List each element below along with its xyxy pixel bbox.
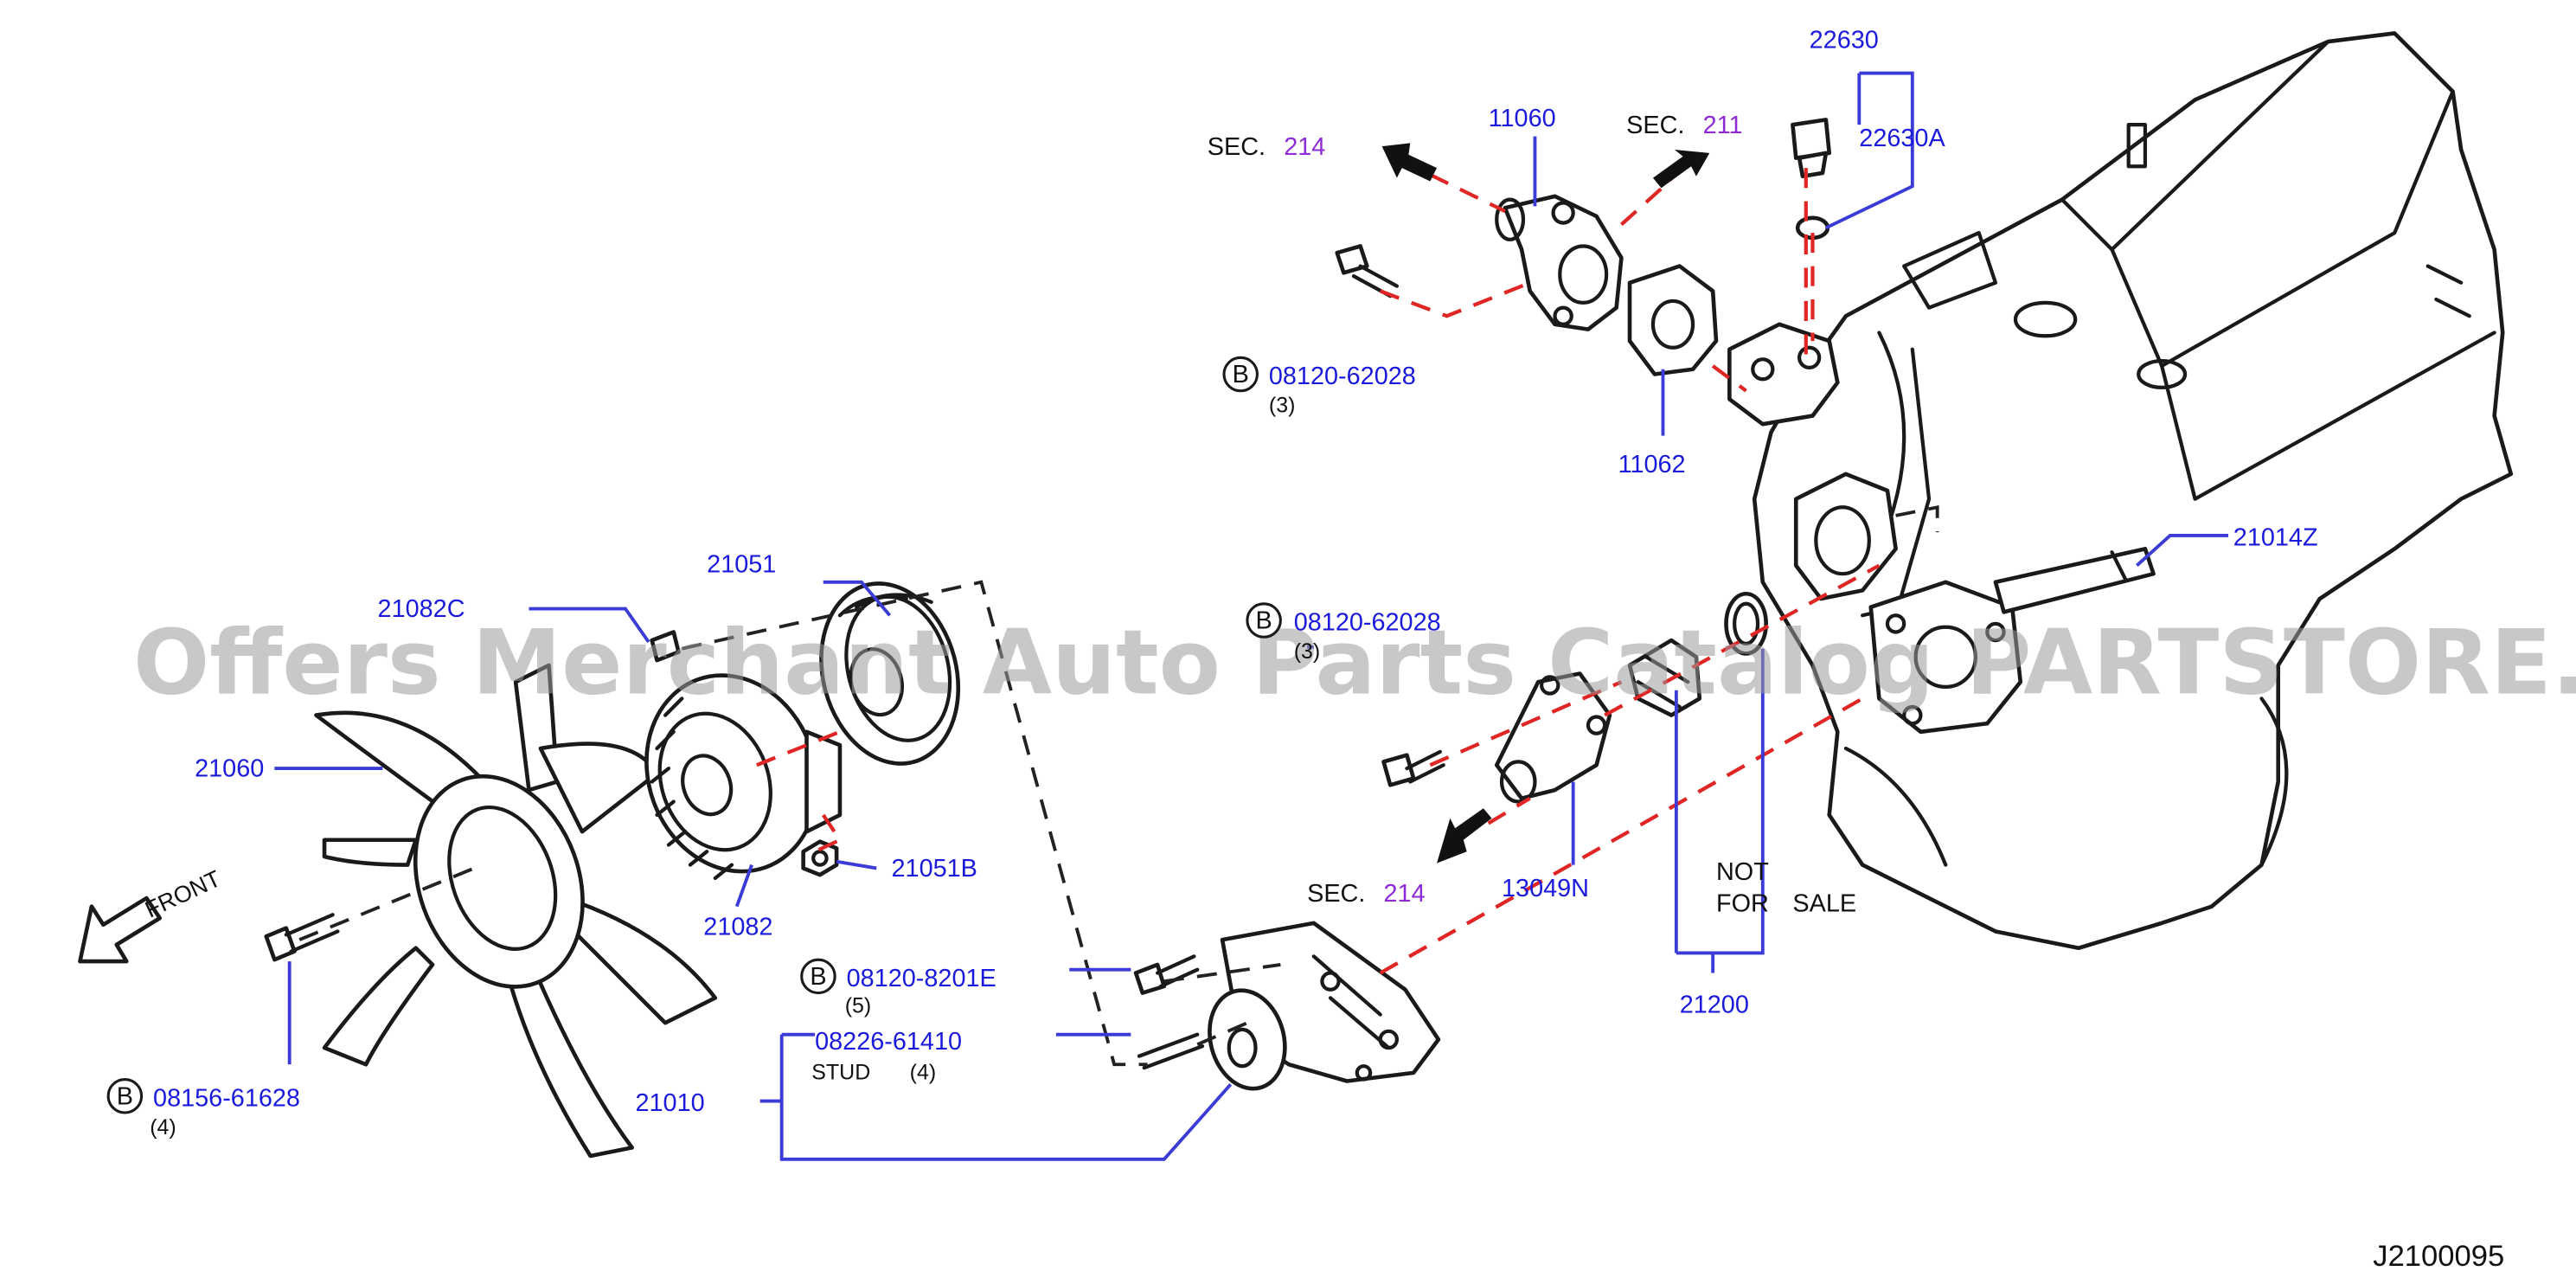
part-label-22630a[interactable]: 22630A [1859,125,1945,152]
fan-blade-illustration [314,663,718,1159]
quantity: (4) [150,1115,176,1140]
guide-lines [298,166,1939,1067]
part-label-21082c[interactable]: 21082C [378,595,465,623]
part-label-08120-62028-mid[interactable]: B 08120-62028 (3) [1246,602,1441,664]
temperature-sensor-illustration [1791,118,1832,241]
section-ref-214-top[interactable]: SEC. 214 [1208,133,1326,161]
part-label-21200[interactable]: 21200 [1680,992,1749,1019]
direction-arrows [78,143,1710,964]
fan-bolt-illustration [264,913,340,962]
part-number[interactable]: 08120-62028 [1269,363,1416,390]
diagram-code: J2100095 [2373,1240,2504,1273]
stud-label: STUD [811,1061,870,1085]
hose-illustration [1993,547,2156,614]
part-label-08156-61628[interactable]: B 08156-61628 (4) [106,1078,300,1140]
pulley-illustration [819,581,961,766]
part-label-21060[interactable]: 21060 [195,755,264,783]
part-label-21051b[interactable]: 21051B [892,855,977,883]
part-number[interactable]: 08120-62028 [1294,609,1441,637]
part-label-08120-62028-top[interactable]: B 08120-62028 (3) [1222,356,1416,418]
badge-b-icon [800,958,836,995]
quantity: (3) [1294,639,1321,664]
part-label-13049n[interactable]: 13049N [1502,875,1589,902]
part-number[interactable]: 08120-8201E [847,965,996,992]
quantity: (5) [845,994,872,1018]
fan-clutch-illustration [644,673,843,881]
section-number-link[interactable]: 214 [1384,880,1426,908]
front-arrow-icon [78,896,163,964]
part-number[interactable]: 08156-61628 [153,1084,300,1112]
badge-b-icon [1222,356,1259,393]
badge-b-icon [106,1078,144,1114]
front-label: FRONT [141,865,225,922]
water-inlet-illustration [1494,671,1612,804]
part-label-21014z[interactable]: 21014Z [2233,524,2318,552]
leader-lines [274,71,2229,1161]
spacer-illustration [650,630,681,663]
stud-illustration [1137,1032,1205,1070]
quantity: (3) [1269,394,1296,418]
pump-bolt-illustration [1133,954,1200,995]
section-ref-214-mid[interactable]: SEC. 214 [1307,880,1426,908]
note-line-1: NOT [1716,858,1769,886]
section-ref-211[interactable]: SEC. 211 [1626,112,1742,139]
part-label-22630[interactable]: 22630 [1810,27,1879,55]
part-label-21082[interactable]: 21082 [703,913,772,941]
note-line-2: FOR [1716,889,1769,917]
section-prefix: SEC. [1626,112,1684,139]
section-number-link[interactable]: 211 [1703,112,1743,139]
gasket-illustration [1627,264,1719,376]
bolt-top-illustration [1335,244,1400,299]
section-number-link[interactable]: 214 [1284,133,1325,161]
section-prefix: SEC. [1307,880,1365,908]
note-line-3: SALE [1792,889,1856,917]
not-for-sale-note: NOT FOR SALE [1716,858,1856,918]
water-outlet-illustration [1495,194,1624,331]
part-number[interactable]: 08226-61410 [815,1028,962,1056]
water-pump-illustration [1208,921,1441,1091]
part-label-21010[interactable]: 21010 [636,1089,705,1117]
part-label-21051[interactable]: 21051 [707,550,776,578]
badge-letter: B [810,963,826,991]
badge-letter: B [1233,361,1249,388]
bolt-mid-illustration [1381,749,1445,787]
badge-letter: B [117,1082,133,1110]
engine-block-illustration [1727,31,2514,951]
part-label-11062[interactable]: 11062 [1618,451,1686,478]
part-label-08120-8201e[interactable]: B 08120-8201E (5) [800,958,996,1018]
o-ring-illustration [1724,591,1768,656]
watermark-text: Offers Merchant Auto Parts Catalog PARTS… [133,612,2576,716]
part-label-11060[interactable]: 11060 [1489,105,1556,132]
quantity: (4) [910,1061,937,1085]
badge-letter: B [1256,607,1272,635]
part-label-08226-61410[interactable]: 08226-61410 STUD (4) [811,1028,962,1085]
section-prefix: SEC. [1208,133,1266,161]
badge-b-icon [1246,602,1282,639]
nut-illustration [801,839,839,877]
